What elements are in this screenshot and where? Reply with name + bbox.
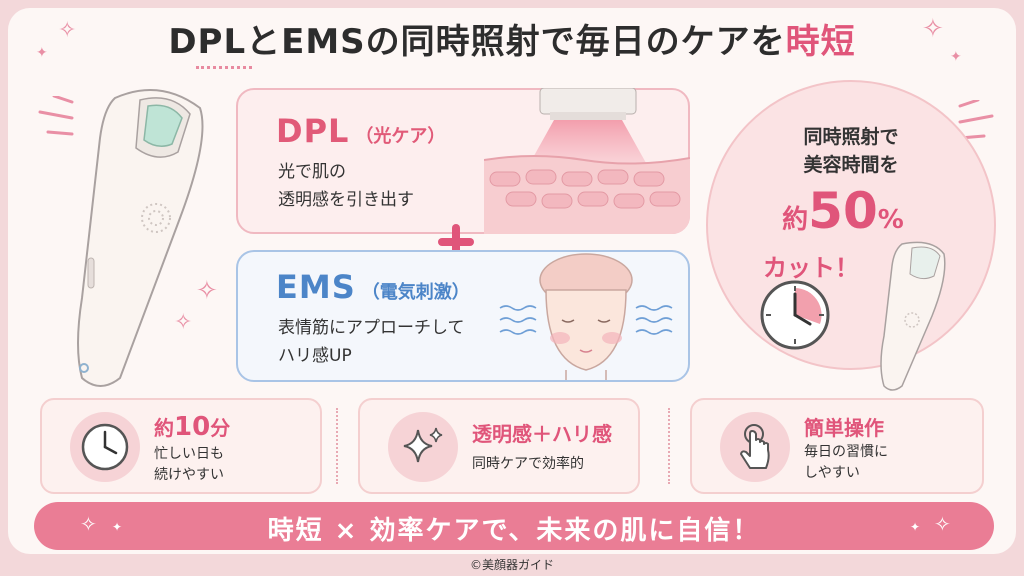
- title-dots-decoration: [196, 66, 252, 70]
- hand-tap-icon: [740, 424, 770, 469]
- circle-percent: 約50%: [782, 182, 904, 240]
- sparkle-icon: [403, 427, 443, 463]
- circle-line-2: 美容時間を: [803, 154, 899, 176]
- ems-description: 表情筋にアプローチして ハリ感UP: [278, 318, 465, 366]
- feature-card-easy: 簡単操作 毎日の習慣に しやすい: [690, 398, 984, 494]
- title-accent: 時短: [785, 22, 856, 62]
- banner-text: 時短 × 効率ケアで、未来の肌に自信！: [267, 516, 761, 546]
- feature-card-time: 約10分 忙しい日も 続けやすい: [40, 398, 322, 494]
- sparkle-icon: ✦: [36, 45, 48, 61]
- feature-title: 約10分: [154, 412, 231, 442]
- feature-card-clarity: 透明感＋ハリ感 同時ケアで効率的: [358, 398, 640, 494]
- beauty-device-illustration: [77, 89, 204, 387]
- time-saving-circle: 同時照射で 美容時間を 約50% カット！: [706, 80, 996, 370]
- sparkle-icon: ✦: [112, 520, 123, 534]
- circle-line-1: 同時照射で: [803, 126, 899, 148]
- feature-icon-wrap: [720, 412, 790, 482]
- sparkle-icon: ✦: [910, 520, 921, 534]
- feature-description: 同時ケアで効率的: [472, 456, 584, 472]
- sparkle-icon: ✧: [80, 512, 97, 536]
- divider: [668, 408, 670, 484]
- dpl-subtitle: （光ケア）: [355, 126, 446, 147]
- clock-icon: [81, 423, 129, 471]
- skin-light-illustration: [484, 88, 690, 234]
- feature-description: 忙しい日も 続けやすい: [154, 446, 224, 483]
- dpl-description: 光で肌の 透明感を引き出す: [278, 162, 414, 210]
- sparkle-icon: ✧: [196, 276, 218, 306]
- page-title: DPLとEMSの同時照射で毎日のケアを時短: [168, 22, 856, 62]
- feature-title: 簡単操作: [804, 416, 884, 440]
- clock-icon: [760, 280, 830, 350]
- feature-title: 透明感＋ハリ感: [472, 422, 612, 446]
- sparkle-icon: ✧: [174, 310, 193, 335]
- circle-line-4: カット！: [763, 254, 859, 282]
- sparkle-icon: ✧: [922, 14, 944, 44]
- dpl-title: DPL（光ケア）: [276, 112, 446, 150]
- credit-text: ©美顔器ガイド: [469, 558, 554, 572]
- divider: [336, 408, 338, 484]
- feature-icon-wrap: [388, 412, 458, 482]
- sparkle-icon: ✧: [934, 512, 951, 536]
- sparkle-icon: ✧: [58, 18, 77, 43]
- feature-description: 毎日の習慣に しやすい: [804, 444, 888, 481]
- feature-icon-wrap: [70, 412, 140, 482]
- beauty-device-small-illustration: [880, 241, 946, 391]
- sparkle-icon: ✦: [950, 49, 962, 65]
- rays-decoration: [38, 96, 74, 136]
- bottom-banner: ✧ ✦ 時短 × 効率ケアで、未来の肌に自信！ ✦ ✧: [34, 502, 994, 550]
- ems-subtitle: （電気刺激）: [361, 282, 470, 303]
- ems-title: EMS（電気刺激）: [276, 268, 470, 306]
- face-illustration: [496, 250, 676, 382]
